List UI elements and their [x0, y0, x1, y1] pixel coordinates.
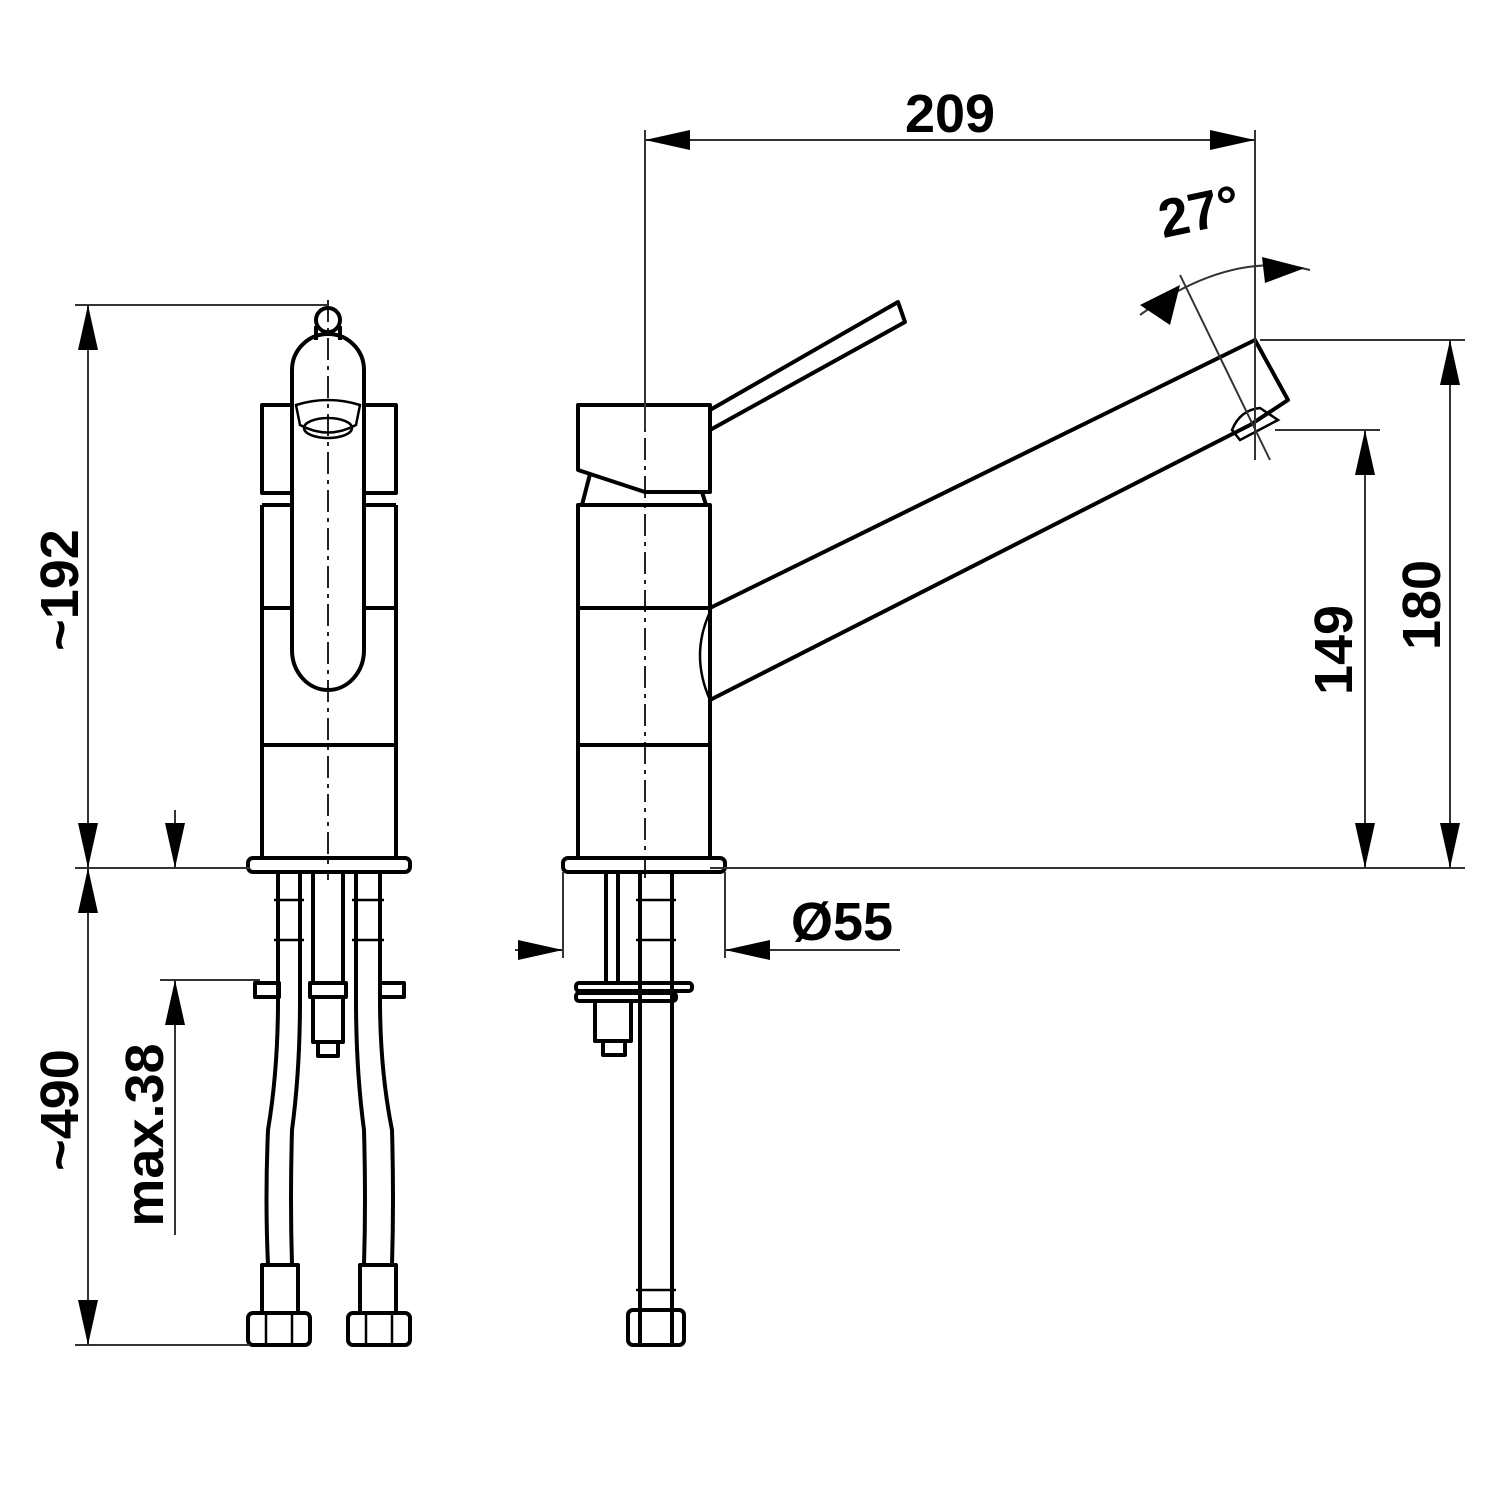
- side-view: [561, 300, 1290, 1347]
- dim-490: ~490: [30, 1049, 90, 1171]
- dim-diameter-55: Ø55: [791, 892, 893, 952]
- dim-max-38: max.38: [115, 1043, 175, 1226]
- dimension-lines: [75, 130, 1465, 1346]
- front-view: [246, 300, 412, 1347]
- dim-192: ~192: [30, 529, 90, 651]
- dim-209: 209: [905, 84, 995, 144]
- dim-180: 180: [1392, 560, 1452, 650]
- dim-149: 149: [1304, 605, 1364, 695]
- dimension-labels: 209 27° ~192 ~490 max.38 149 180 Ø55: [30, 84, 1452, 1227]
- dim-27-deg: 27°: [1153, 174, 1245, 250]
